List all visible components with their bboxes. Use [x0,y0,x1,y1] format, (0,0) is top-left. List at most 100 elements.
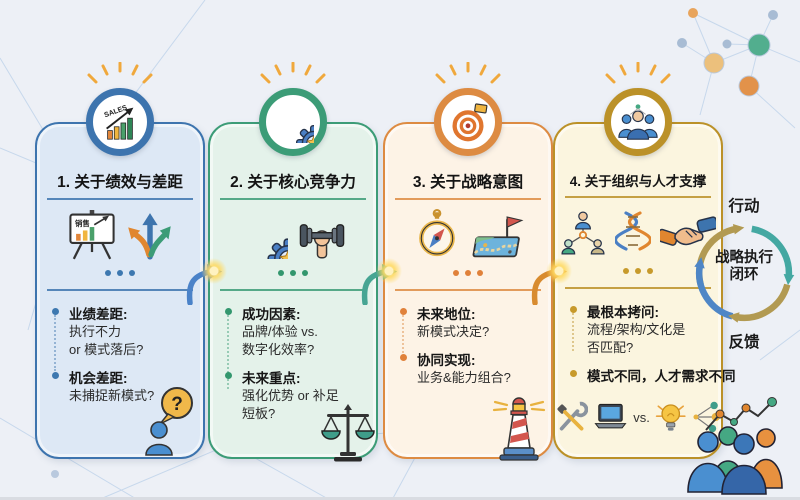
ellipsis-dots [37,270,203,276]
bullet-item: 模式不同，人才需求不同 [570,365,736,385]
bullet-title: 未来重点: [242,370,301,386]
bullet-title: 机会差距: [69,370,128,386]
bullet-dot [570,306,577,313]
connector-arrow-2-icon [361,258,402,305]
title-underline [565,196,711,198]
bullet-line: 短板? [242,405,276,421]
bullet-line: 数字化效率? [242,341,315,357]
ellipsis-dots [385,270,551,276]
lighthouse-icon [492,397,546,461]
bullet-item: 未来重点: 强化优势 or 补足 短板? [225,367,372,423]
card-icon-row [555,204,721,262]
title-underline [220,198,366,200]
target-flag-icon [452,103,488,142]
card-title: 1. 关于绩效与差距 [57,174,183,191]
lightbulb-icon [655,404,686,431]
loop-action-label: 行动 [728,198,760,215]
loop-feedback-label: 反馈 [728,334,760,351]
diverging-arrows-icon [127,213,171,260]
bullet-dot [52,371,59,379]
section-divider [395,289,541,291]
card-title: 3. 关于战略意图 [412,174,524,191]
handshake-icon [660,216,716,246]
svg-text:?: ? [171,394,183,415]
title-underline [47,198,193,200]
card-icon-row [210,206,376,264]
bullet-list: 业绩差距: 执行不力 or 模式落后? 机会差距: 未捕捉新模式? [37,291,203,405]
loop-center-label: 战略执行 闭环 [715,250,773,284]
laptop-icon [594,403,627,429]
loop-arrows-icon [694,224,795,323]
strategy-execution-loop: 行动 战略执行 闭环 反馈 [688,192,800,360]
ellipsis-dots [210,270,376,276]
balance-scale-icon [321,404,375,462]
bullet-dot [400,353,407,361]
section-divider [220,289,366,291]
bullet-item: 成功因素: 品牌/体验 vs. 数字化效率? [225,303,372,359]
connector-arrow-3-icon [531,258,572,305]
bullet-title: 成功因素: [242,307,301,322]
bullet-line: 新模式决定? [417,324,490,339]
compass-icon [418,209,455,257]
badge-circle [259,88,327,156]
bullet-dot [570,369,577,377]
bullet-dot [400,308,407,315]
card-strategic-intent: 3. 关于战略意图 [383,62,553,459]
card-performance-gap: SALES 1. 关于绩效与差距 销售 [35,62,205,459]
svg-text:SALES: SALES [103,104,128,120]
sparkle-rays-icon [87,62,153,84]
bullet-item: 业绩差距: 执行不力 or 模式落后? [52,303,199,359]
sparkle-rays-icon [605,62,671,84]
dumbbell-hand-icon [299,224,344,259]
vs-label: vs. [633,409,650,425]
bullet-item: 机会差距: 未捕捉新模式? [52,367,199,405]
map-flag-icon [472,216,523,258]
title-underline [395,198,541,200]
bullet-item: 协同实现: 业务&能力组合? [400,349,547,387]
bullet-list: 未来地位: 新模式决定? 协同实现: 业务&能力组合? [385,291,551,387]
team-icon [618,104,658,140]
dna-icon [615,211,651,251]
section-divider [47,289,193,291]
bullet-list: 最根本拷问: 流程/架构/文化是 否匹配? 模式不同，人才需求不同 [555,289,736,385]
bottom-edge-strip [0,497,800,500]
bullet-title: 最根本拷问: [587,305,659,320]
presentation-chart-icon: 销售 [68,210,115,260]
bullet-line: 品牌/体验 vs. [242,324,318,339]
badge-circle [434,88,502,156]
bullet-line: 执行不力 [69,324,122,339]
bullet-line: 强化优势 or 补足 [242,387,339,403]
connector-arrow-1-icon [186,258,227,305]
bullet-title: 协同实现: [417,352,476,368]
org-network-icon [561,211,605,255]
bullet-line: 业务&能力组合? [417,369,511,385]
card-core-competitiveness: 2. 关于核心竞争力 成功因素: 品牌/体验 vs. 数字化效率? [208,62,378,459]
person-question-icon: ? [145,387,193,456]
sales-growth-chart-icon: SALES [103,104,134,140]
bullet-title: 未来地位: [417,307,476,322]
gear-star-icon [240,211,288,259]
ellipsis-dots [555,268,721,274]
svg-text:销售: 销售 [74,219,89,228]
card-title: 4. 关于组织与人才支撑 [569,174,707,189]
card-icon-row: 销售 [37,206,203,264]
bullet-dot [225,308,232,315]
bullet-line: 否匹配? [587,339,634,355]
sparkle-rays-icon [435,62,501,84]
card-icon-row [385,206,551,264]
bullet-title: 模式不同，人才需求不同 [587,368,736,384]
bullet-line: or 模式落后? [69,341,144,357]
bullet-dot [225,371,232,379]
bullet-list: 成功因素: 品牌/体验 vs. 数字化效率? 未来重点: 强化优势 or 补足 … [210,291,376,423]
tools-icon [557,401,589,431]
section-divider [565,287,711,289]
bullet-dot [52,308,59,315]
card-title: 2. 关于核心竞争力 [230,174,356,191]
gear-star-icon [272,101,314,143]
bullet-item: 最根本拷问: 流程/架构/文化是 否匹配? [570,301,717,357]
badge-circle [604,88,672,156]
bullet-item: 未来地位: 新模式决定? [400,303,547,341]
audience-group-chart-icon [687,397,783,495]
bullet-title: 业绩差距: [69,307,128,322]
